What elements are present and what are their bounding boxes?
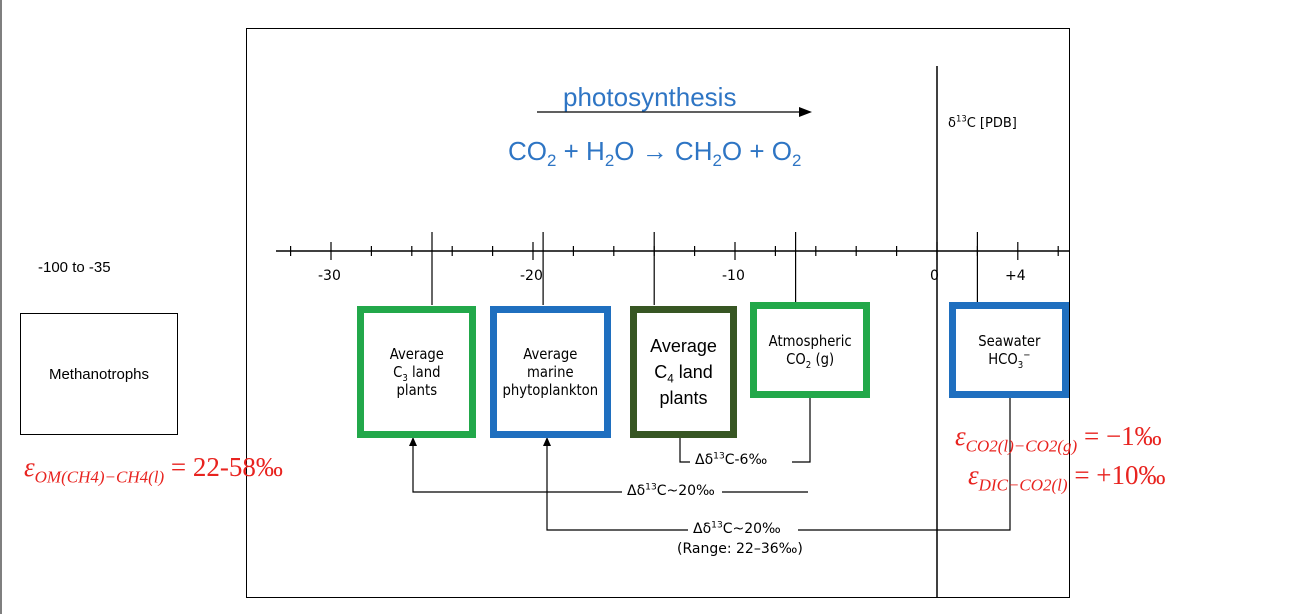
methanotroph-range: -100 to -35: [38, 259, 111, 276]
tick-label: -10: [722, 268, 745, 284]
axis-title: δ13C [PDB]: [948, 113, 1017, 131]
marine-arrow-head: [543, 437, 551, 446]
tick-label: 0: [930, 268, 939, 284]
delta-range-label: (Range: 22–36‰): [674, 541, 806, 557]
epsilon-co2: εCO2(l)−CO2(g) = −1‰: [955, 421, 1162, 456]
methanotrophs-box: Methanotrophs: [20, 313, 178, 435]
diagram-frame: [246, 28, 1070, 598]
tick-label: -30: [318, 268, 341, 284]
methanotrophs-label: Methanotrophs: [48, 365, 150, 383]
bracket-c4-atm: [679, 397, 811, 463]
delta-label-6: Δδ13C-6‰: [692, 452, 771, 468]
tick-label: +4: [1005, 268, 1026, 284]
epsilon-om-ch4: εOM(CH4)−CH4(l) = 22-58‰: [24, 452, 283, 487]
photosynthesis-label: photosynthesis: [563, 82, 737, 112]
delta-label-20-c3: Δδ13C~20‰: [624, 483, 718, 499]
delta-label-20-marine: Δδ13C~20‰: [690, 521, 784, 537]
tick-label: -20: [520, 268, 543, 284]
left-edge-line: [0, 0, 2, 614]
bracket-marine-seawater: [546, 398, 1011, 531]
bracket-c3-atm: [412, 437, 808, 493]
c3-arrow-head: [409, 437, 417, 446]
photosynthesis-equation: CO2 + H2O → CH2O + O2: [508, 136, 802, 171]
photosynthesis-arrow-head: [799, 107, 812, 117]
epsilon-dic: εDIC−CO2(l) = +10‰: [968, 460, 1166, 495]
